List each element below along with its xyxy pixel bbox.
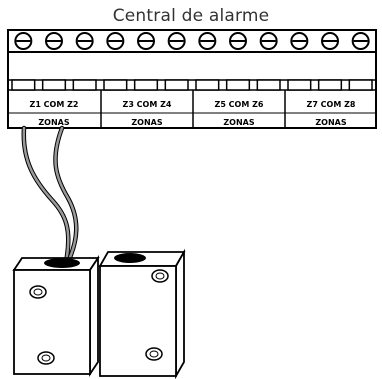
terminal-label-z5-z6: Z5 COM Z6 — [215, 100, 264, 109]
diagram-title: Central de alarme — [112, 6, 270, 26]
zone-label-2: ZONAS — [131, 118, 162, 127]
wire-socket — [133, 79, 159, 91]
socket-row — [11, 79, 373, 91]
zone-label-4: ZONAS — [315, 118, 346, 127]
wire-socket — [72, 79, 97, 91]
terminal-label-z7-z8: Z7 COM Z8 — [307, 100, 356, 109]
wire-entry-hole — [44, 258, 80, 268]
terminal-block — [7, 29, 377, 129]
zone-label-3: ZONAS — [223, 118, 254, 127]
wire-socket — [225, 79, 251, 91]
wire-socket — [41, 79, 67, 91]
wire-socket — [11, 79, 36, 91]
wire-socket — [256, 79, 281, 91]
magnetic-sensor-left — [12, 255, 100, 377]
wire-socket — [195, 79, 220, 91]
magnet-right — [98, 248, 186, 379]
wire-socket — [348, 79, 373, 91]
magnet-top-hole — [114, 253, 146, 263]
wire-socket — [317, 79, 343, 91]
terminal-label-z3-z4: Z3 COM Z4 — [123, 100, 172, 109]
sensor-wire — [22, 126, 70, 264]
sensor-wire — [54, 126, 78, 264]
wire-socket — [287, 79, 312, 91]
screw-row — [14, 32, 370, 50]
terminal-label-z1-z2: Z1 COM Z2 — [30, 100, 79, 109]
wire-socket — [103, 79, 128, 91]
zone-label-1: ZONAS — [38, 118, 69, 127]
wire-socket — [164, 79, 189, 91]
